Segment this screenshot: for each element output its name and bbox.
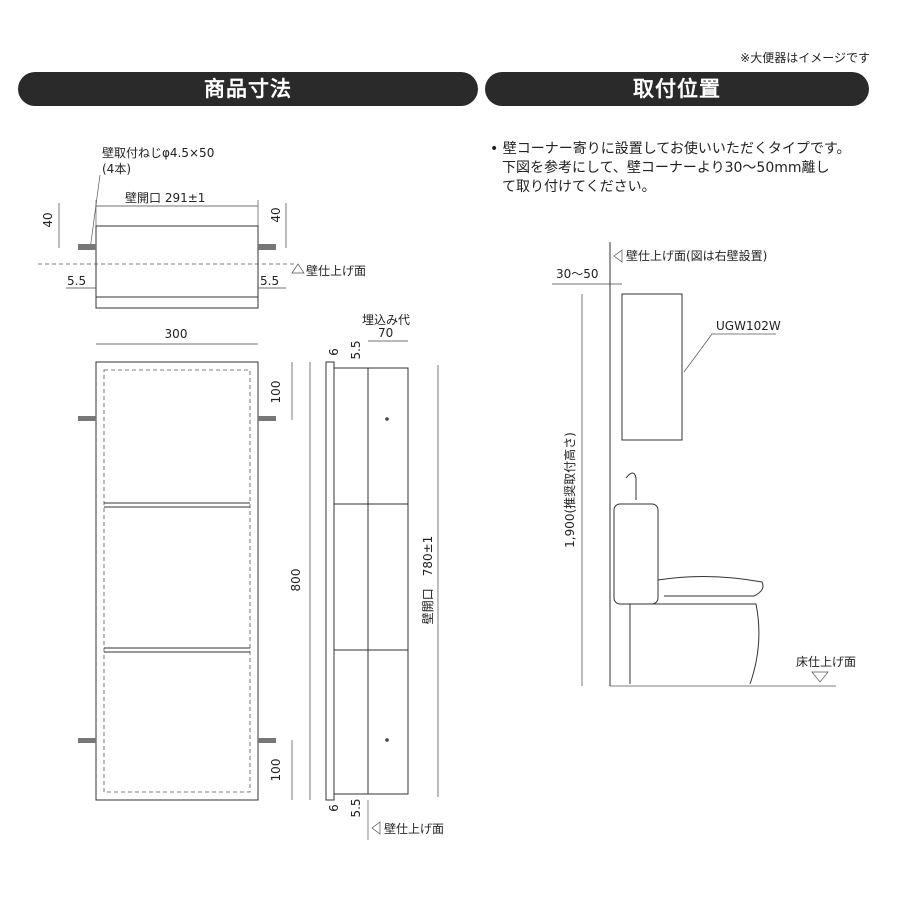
dimensions-header: 商品寸法 <box>18 72 478 106</box>
dim-40-right: 40 <box>269 207 283 222</box>
install-wall-finish: 壁仕上げ面(図は右壁設置) <box>626 248 767 263</box>
height-label: 1,900(推奨取付高さ) <box>562 432 577 548</box>
screw-icon <box>78 244 96 250</box>
dim-55-right: 5.5 <box>260 274 279 288</box>
screw-icon <box>78 416 96 421</box>
embed-label: 埋込み代 <box>362 313 410 327</box>
side-dim-6-top: 6 <box>327 348 341 356</box>
toilet-tank <box>613 503 659 605</box>
model-leader-line <box>683 333 776 373</box>
position-header: 取付位置 <box>485 72 869 106</box>
opening-width-label: 壁開口 291±1 <box>125 190 205 205</box>
description-line-3: て取り付けてください。 <box>502 179 656 195</box>
front-view-body <box>95 361 259 801</box>
screw-icon <box>258 416 276 421</box>
dim-100-bottom: 100 <box>269 759 283 782</box>
side-flange <box>325 361 335 801</box>
floor-finish-label: 床仕上げ面 <box>796 655 856 669</box>
wall-finish-label-top: 壁仕上げ面 <box>306 263 366 278</box>
side-dim-55-top: 5.5 <box>349 340 363 359</box>
side-view: 埋込み代 70 6 5.5 壁開口 780±1 6 5.5 壁仕上げ面 <box>325 313 444 840</box>
side-opening-height: 壁開口 780±1 <box>420 536 435 625</box>
side-dim-55-bottom: 5.5 <box>349 798 363 817</box>
toilet-bowl <box>629 603 760 685</box>
wall-finish-label-side: 壁仕上げ面 <box>384 821 444 836</box>
dim-55-left: 5.5 <box>67 274 86 288</box>
cabinet-illustration <box>621 293 683 441</box>
faucet-icon <box>625 472 637 500</box>
front-height-label: 800 <box>289 569 303 592</box>
wall-finish-marker-icon <box>613 249 623 263</box>
screw-icon <box>258 244 276 250</box>
model-label: UGW102W <box>716 319 781 333</box>
install-view: 壁仕上げ面(図は右壁設置) 30～50 UGW102W 1,900(推奨取付高さ… <box>552 242 856 687</box>
front-width-label: 300 <box>165 327 188 341</box>
screw-label: 壁取付ねじφ4.5×50 <box>102 145 214 160</box>
screw-leader-line <box>89 174 101 251</box>
dim-40-left: 40 <box>41 212 55 227</box>
embed-value: 70 <box>378 326 393 340</box>
toilet-seat <box>657 575 764 597</box>
screw-icon <box>78 738 96 743</box>
screw-hole-icon <box>385 417 389 421</box>
screw-icon <box>258 738 276 743</box>
dim-100-top: 100 <box>269 381 283 404</box>
floor-finish-marker-icon <box>811 671 829 683</box>
screw-hole-icon <box>385 738 389 742</box>
description-line-2: 下図を参考にして、壁コーナーより30～50mm離し <box>502 160 830 176</box>
side-view-body <box>333 367 409 795</box>
side-dim-6-bottom: 6 <box>327 804 341 812</box>
wall-finish-marker-icon <box>371 821 381 835</box>
screw-count: (4本) <box>102 162 131 176</box>
top-view: 壁取付ねじφ4.5×50 (4本) 壁開口 291±1 40 40 5.5 5.… <box>38 145 366 309</box>
gap-label: 30～50 <box>556 267 599 281</box>
wall-finish-marker-icon <box>291 263 305 274</box>
front-view: 300 100 800 100 <box>78 327 311 801</box>
top-view-body <box>95 225 259 309</box>
inner-outline <box>103 369 251 793</box>
image-note: ※大便器はイメージです <box>740 51 870 65</box>
description-line-1: 壁コーナー寄りに設置してお使いいただくタイプです。 <box>502 141 851 157</box>
install-description: • 壁コーナー寄りに設置してお使いいただくタイプです。 下図を参考にして、壁コー… <box>490 140 885 197</box>
